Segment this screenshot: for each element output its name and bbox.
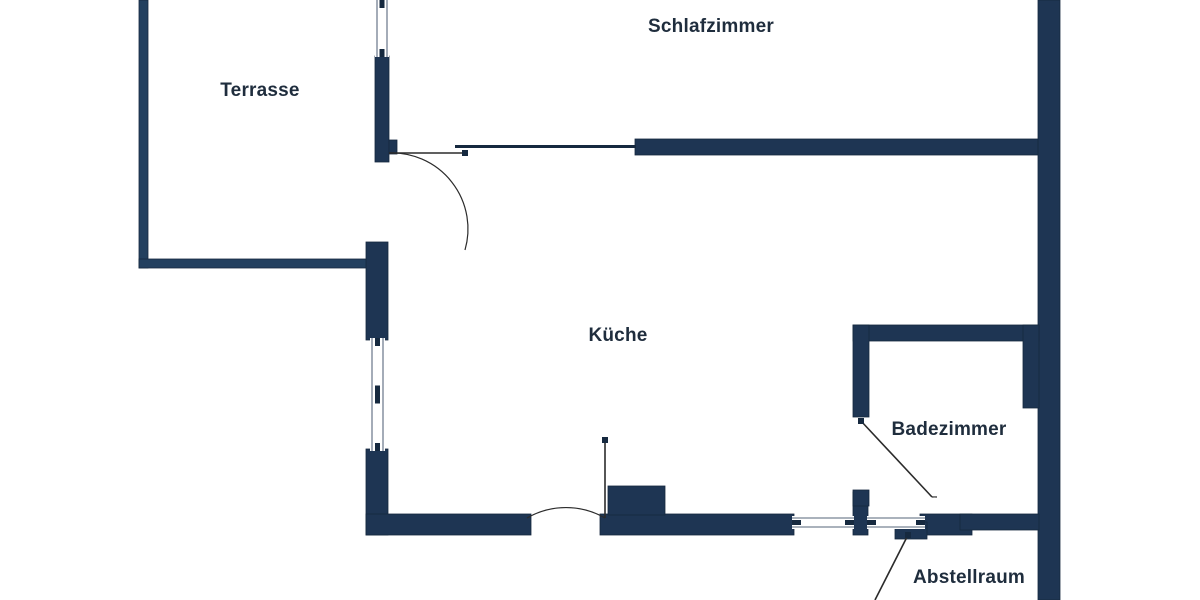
room-label-terrasse: Terrasse [220,80,299,101]
bad-left-wall [852,324,870,418]
window-bottom-right-opening [867,516,925,529]
bad-right-inner-wall [1022,324,1040,409]
door-badezimmer-hinge [858,418,864,424]
walls-layer [138,0,1061,600]
room-label-schlafzimmer: Schlafzimmer [648,16,774,37]
room-labels-layer: Terrasse SchlafzimmerKücheBadezimmerAbste… [220,16,1025,588]
schlaf-kueche-thin-line [455,145,636,148]
window-bottom-right [867,516,925,529]
window-terrasse-top-opening [375,0,389,57]
window-terrasse-top [375,0,389,57]
kueche-counter-block [607,485,666,516]
terrasse-bottom-rail [138,258,383,269]
window-terrasse-top-cap-top [379,0,385,8]
room-label-kueche: Küche [588,325,647,346]
window-bottom-left-opening [792,516,854,529]
bad-top-wall [852,324,1040,342]
door-terrasse-swing-arc [388,152,469,251]
bad-abstell-divider [959,513,1040,531]
terrasse-right-upper-wall [374,55,390,163]
window-bottom-left [792,516,854,529]
window-kueche-left-mullion [375,385,380,404]
window-kueche-left-cap-bottom [375,443,380,451]
windows-layer [370,0,925,529]
door-badezimmer[interactable] [858,418,938,498]
kueche-bottom-wall-left [365,513,532,536]
door-kueche-swing-arc [526,506,606,519]
terrasse-right-jamb-nub [388,139,398,155]
doors-layer [388,150,938,600]
window-bottom-left-cap-right [845,520,854,525]
window-kueche-left [370,338,385,451]
window-bottom-left-cap-left [792,520,801,525]
door-abstellraum[interactable] [874,532,911,600]
door-kueche-hinge [602,437,608,443]
door-abstellraum-leaf[interactable] [874,534,909,600]
door-terrasse[interactable] [388,150,469,251]
bad-bottom-left-jamb [852,489,870,507]
room-label-badezimmer: Badezimmer [892,419,1007,440]
door-badezimmer-leaf[interactable] [860,420,933,498]
kueche-bottom-wall-mid [599,513,795,536]
door-terrasse-hinge [462,150,468,156]
window-bottom-right-cap-right [916,520,925,525]
door-abstellraum-hinge [905,532,911,538]
kueche-left-wall-upper [365,241,389,341]
schlaf-kueche-divider [634,138,1040,156]
terrasse-left-rail [138,0,149,269]
window-kueche-left-cap-top [375,338,380,346]
right-exterior-wall [1037,0,1061,600]
window-terrasse-top-cap-bottom [379,49,385,57]
door-kueche[interactable] [526,437,608,519]
window-bottom-right-cap-left [867,520,876,525]
room-label-abstellraum: Abstellraum [913,567,1025,588]
